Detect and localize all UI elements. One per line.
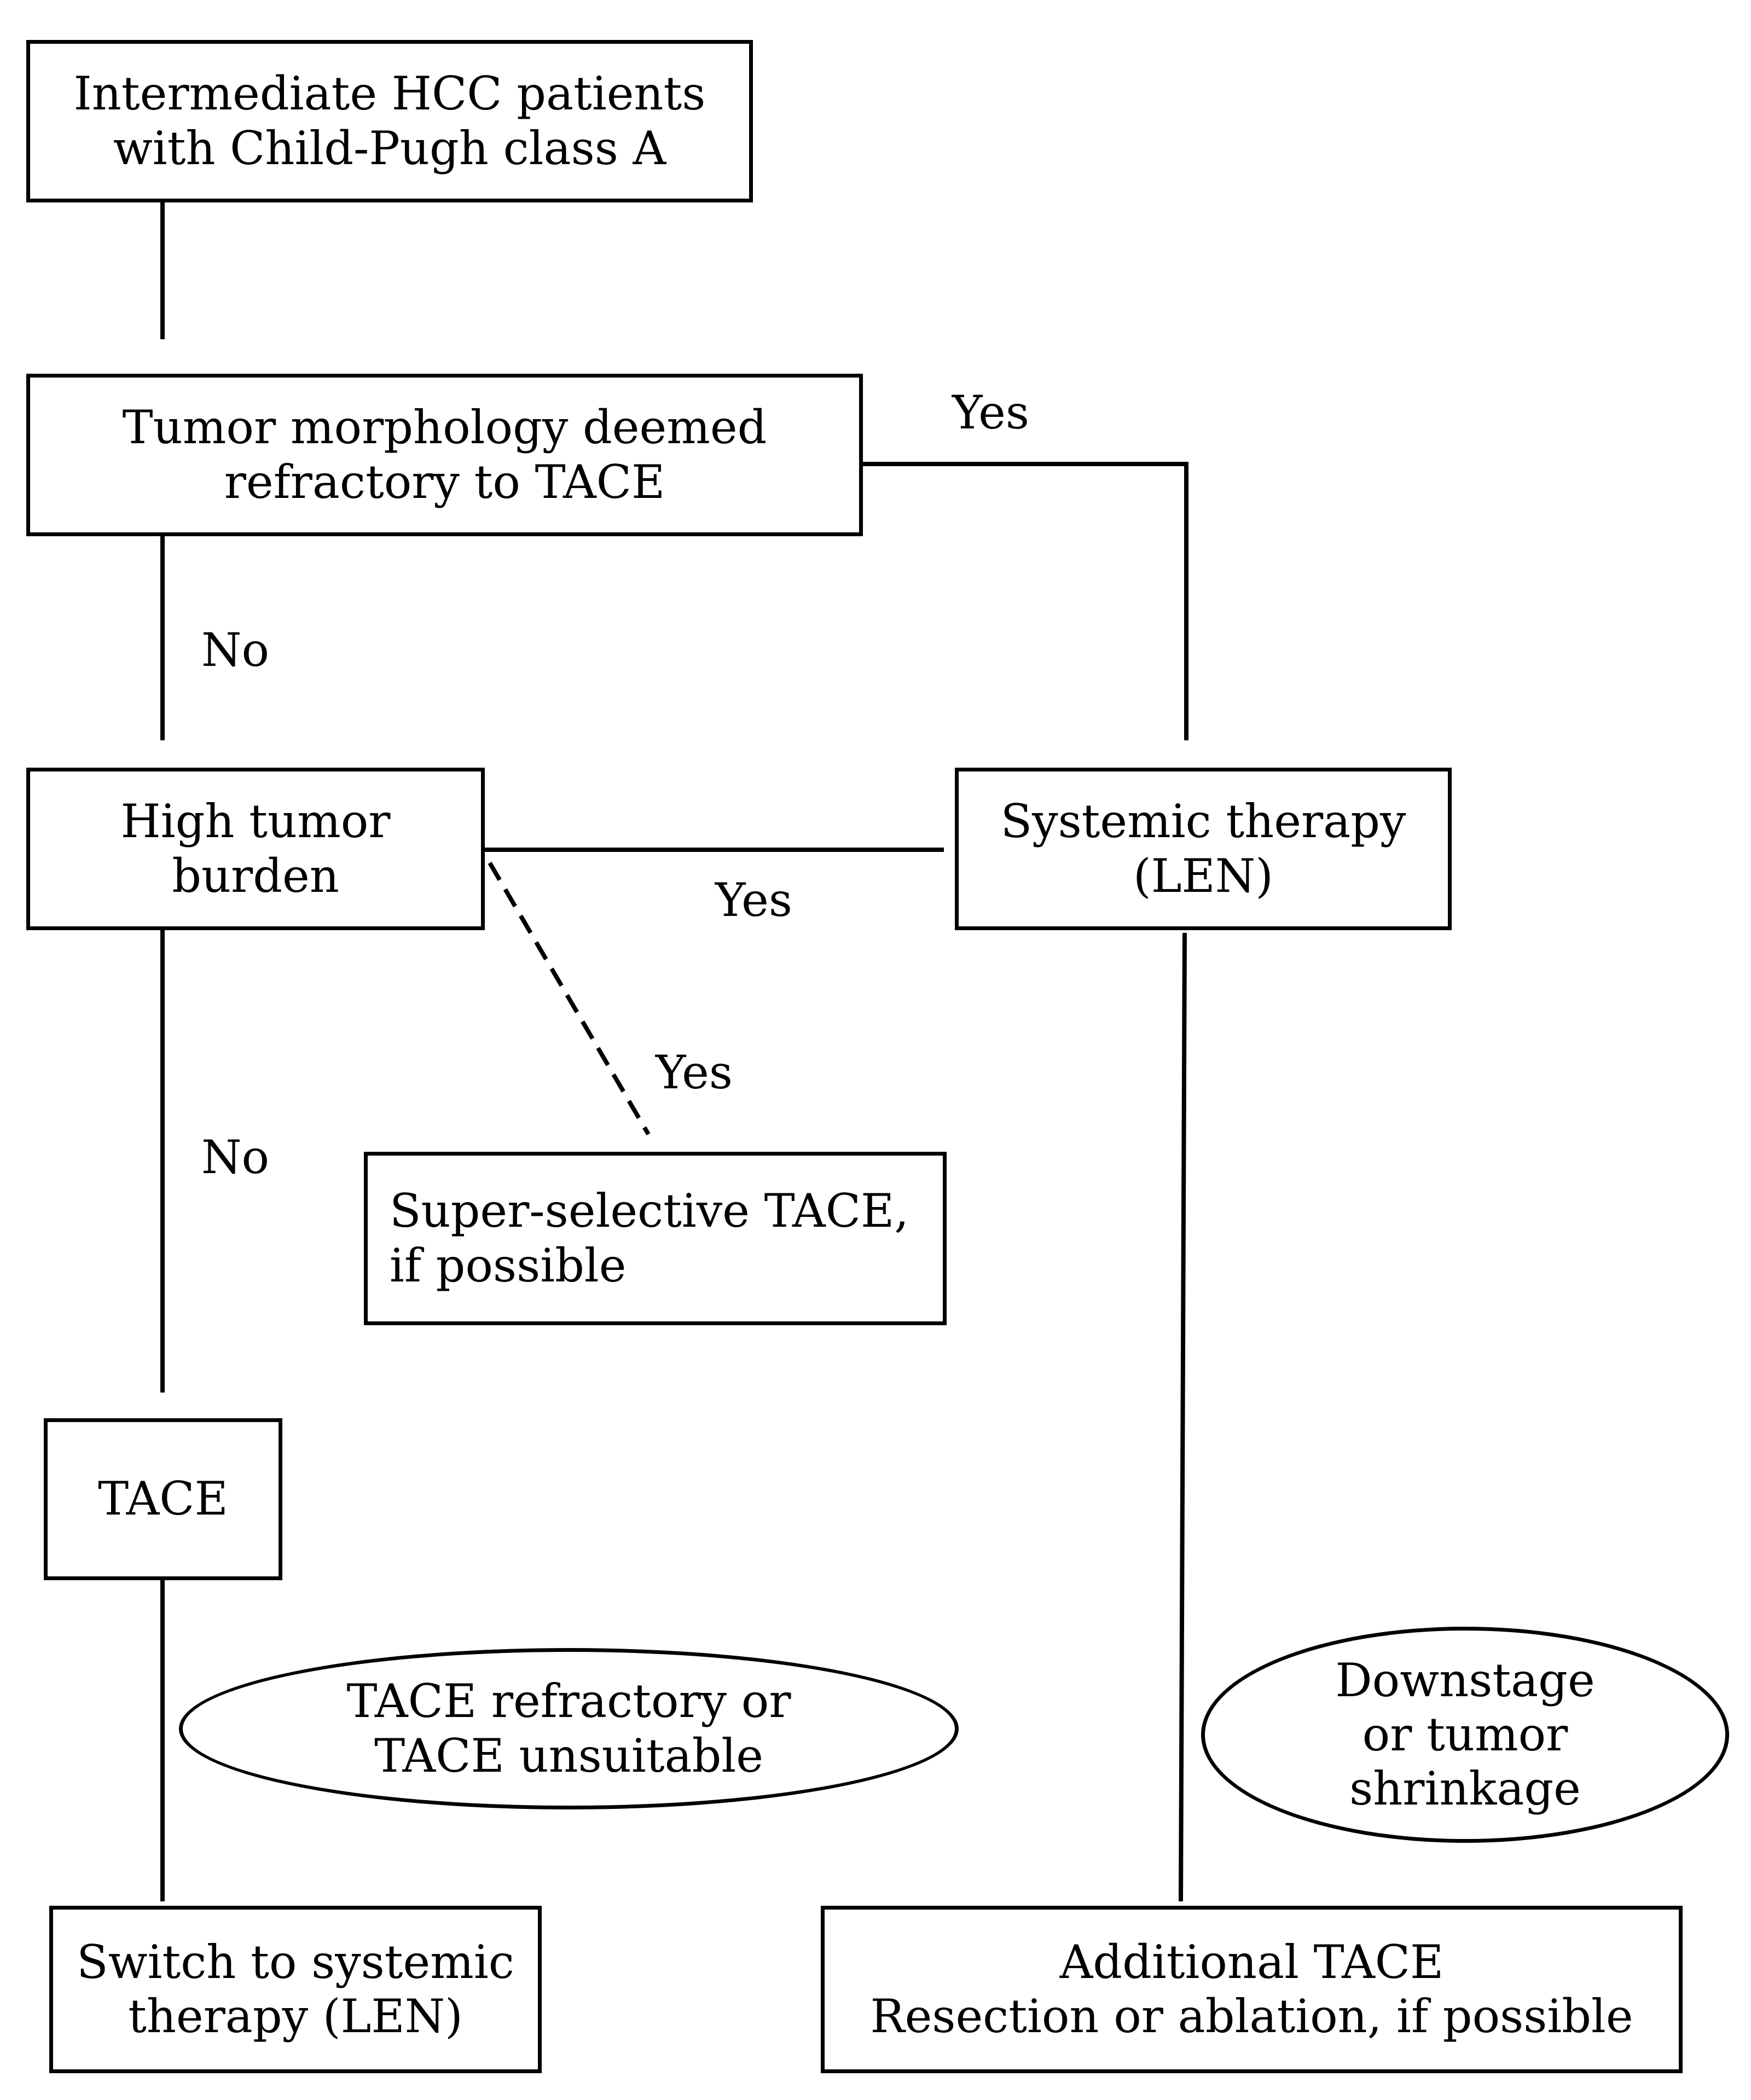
condition-refractory: TACE refractory or TACE unsuitable bbox=[179, 1648, 959, 1809]
node-superselective-line-1: Super-selective TACE, bbox=[390, 1184, 909, 1238]
node-morphology-line-1: Tumor morphology deemed bbox=[122, 401, 767, 455]
node-switch-line-2: therapy (LEN) bbox=[128, 1989, 463, 2043]
node-switch: Switch to systemic therapy (LEN) bbox=[49, 1906, 542, 2073]
node-switch-line-1: Switch to systemic bbox=[77, 1935, 514, 1989]
node-additional-line-2: Resection or ablation, if possible bbox=[870, 1989, 1633, 2043]
node-start: Intermediate HCC patients with Child-Pug… bbox=[26, 40, 753, 202]
arrow-systemic-to-additional bbox=[1179, 932, 1187, 1902]
node-tace-line-1: TACE bbox=[98, 1472, 228, 1526]
node-systemic-line-2: (LEN) bbox=[1133, 849, 1274, 903]
node-morphology: Tumor morphology deemed refractory to TA… bbox=[26, 374, 863, 536]
node-start-line-2: with Child-Pugh class A bbox=[113, 121, 666, 175]
node-start-line-1: Intermediate HCC patients bbox=[73, 67, 706, 121]
node-burden-line-1: High tumor bbox=[120, 794, 391, 849]
node-superselective-line-2: if possible bbox=[390, 1238, 627, 1292]
node-systemic-line-1: Systemic therapy bbox=[1000, 794, 1406, 849]
node-systemic: Systemic therapy (LEN) bbox=[955, 768, 1452, 930]
arrow-burden-to-superselective bbox=[488, 861, 651, 1136]
condition-refractory-line-2: TACE unsuitable bbox=[374, 1728, 763, 1783]
node-tace: TACE bbox=[44, 1418, 282, 1580]
node-superselective: Super-selective TACE, if possible bbox=[364, 1152, 947, 1325]
condition-downstage-line-3: shrinkage bbox=[1349, 1762, 1581, 1816]
node-additional-line-1: Additional TACE bbox=[1059, 1935, 1444, 1989]
condition-refractory-line-1: TACE refractory or bbox=[346, 1674, 791, 1728]
arrow-morphology-to-systemic bbox=[863, 462, 1188, 741]
node-burden-line-2: burden bbox=[172, 849, 339, 903]
edge-label-burden-dashed-yes: Yes bbox=[656, 1046, 733, 1099]
edge-label-burden-yes: Yes bbox=[715, 873, 792, 927]
condition-downstage: Downstage or tumor shrinkage bbox=[1201, 1627, 1729, 1843]
node-burden: High tumor burden bbox=[26, 768, 485, 930]
condition-downstage-line-1: Downstage bbox=[1335, 1653, 1595, 1707]
edge-label-morph-yes: Yes bbox=[952, 386, 1029, 439]
node-additional: Additional TACE Resection or ablation, i… bbox=[821, 1906, 1683, 2073]
edge-label-burden-no: No bbox=[201, 1130, 270, 1184]
node-morphology-line-2: refractory to TACE bbox=[224, 455, 665, 509]
condition-downstage-line-2: or tumor bbox=[1362, 1707, 1568, 1761]
edge-label-morph-no: No bbox=[201, 623, 270, 677]
